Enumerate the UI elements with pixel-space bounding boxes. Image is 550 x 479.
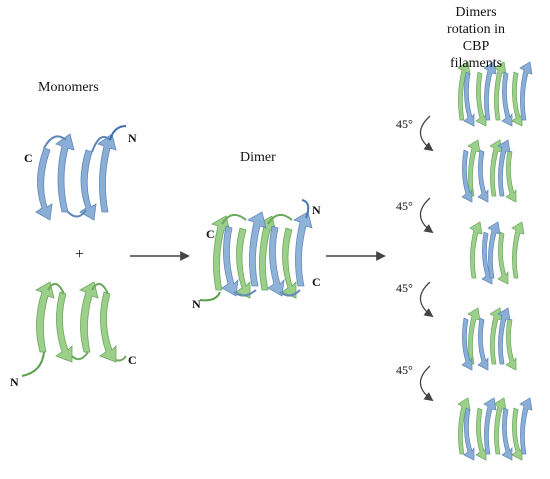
green-monomer bbox=[21, 281, 127, 377]
dimer-structure bbox=[199, 199, 313, 302]
rotation-dimer-4 bbox=[461, 307, 517, 371]
dimer-c-terminus-right: C bbox=[312, 275, 321, 289]
rotation-arrow-3 bbox=[419, 281, 434, 318]
rotation-angle-3: 45° bbox=[396, 281, 413, 295]
rotation-dimer-1 bbox=[457, 61, 533, 127]
green-monomer-c-terminus: C bbox=[128, 353, 137, 367]
plus-sign: + bbox=[75, 246, 85, 263]
rotation-title-line-1: Dimers rotation in bbox=[447, 5, 505, 37]
dimer-c-terminus-left: C bbox=[206, 227, 215, 241]
rotation-angle-2: 45° bbox=[396, 199, 413, 213]
dimer-label: Dimer bbox=[240, 150, 276, 165]
rotation-dimer-3 bbox=[469, 221, 525, 285]
rotation-angle-1: 45° bbox=[396, 117, 413, 131]
rotation-title: Dimers rotation in CBP filaments bbox=[439, 4, 513, 72]
rotation-dimer-5 bbox=[457, 397, 533, 461]
blue-monomer bbox=[35, 125, 127, 221]
dimer-n-terminus-left: N bbox=[192, 297, 201, 311]
rotation-arrow-2 bbox=[419, 197, 434, 234]
rotation-dimer-2 bbox=[461, 139, 517, 203]
green-monomer-n-terminus: N bbox=[10, 375, 19, 389]
blue-monomer-n-terminus: N bbox=[128, 131, 137, 145]
rotation-angle-4: 45° bbox=[396, 363, 413, 377]
rotation-title-line-2: CBP filaments bbox=[449, 39, 503, 71]
monomers-label: Monomers bbox=[38, 80, 99, 95]
blue-monomer-c-terminus: C bbox=[24, 151, 33, 165]
rotation-arrow-4 bbox=[419, 365, 434, 402]
dimer-n-terminus-right: N bbox=[312, 203, 321, 217]
rotation-arrow-1 bbox=[419, 115, 434, 152]
